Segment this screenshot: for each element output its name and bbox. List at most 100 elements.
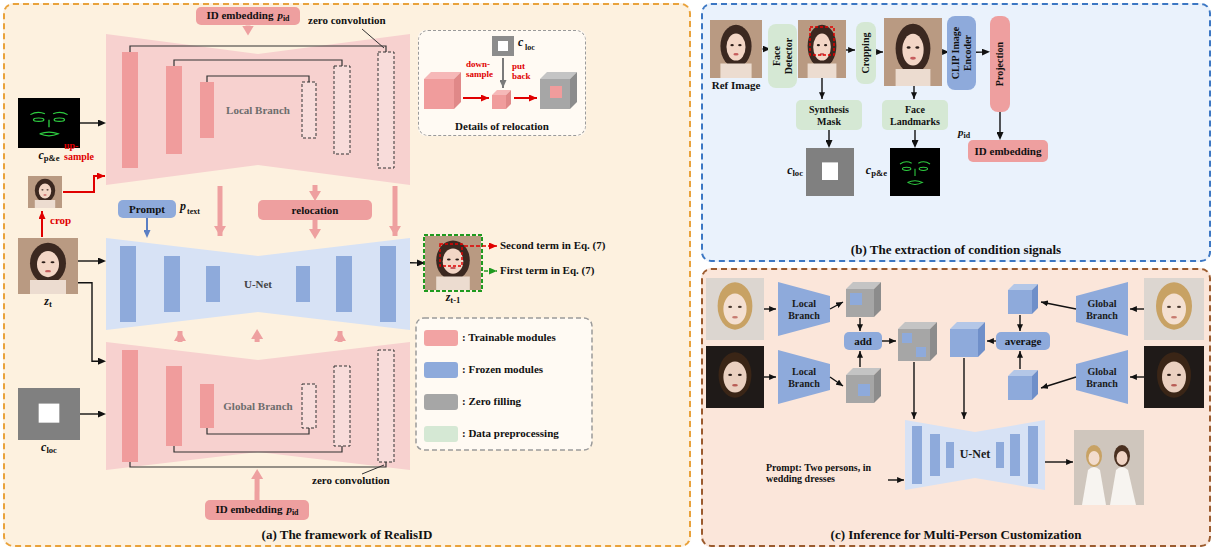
node-text: ID embedding <box>215 503 282 515</box>
connector <box>313 220 318 229</box>
connector <box>410 262 417 264</box>
process-bar: Projection <box>990 16 1010 112</box>
module-box: pidID embedding <box>968 140 1048 162</box>
module-box: average <box>996 332 1050 350</box>
annotation: loc <box>525 44 535 53</box>
text-group: cloc <box>41 441 57 456</box>
text-group: Prompt <box>129 203 165 216</box>
node-text: (b) The extraction of condition signals <box>851 242 1061 257</box>
process-bar: CLIP Image Encoder <box>947 16 976 90</box>
module-box: Synthesis Mask <box>796 100 862 130</box>
image-thumbnail: cloc <box>806 148 854 196</box>
module-box: Prompt <box>118 200 176 218</box>
text-group: cp&e <box>866 164 887 179</box>
node-text: Global Branch <box>1086 366 1118 389</box>
node-text: Local Branch <box>226 103 290 115</box>
node-text: Synthesis Mask <box>809 104 849 127</box>
text-group: Face Detector <box>771 27 794 85</box>
module-box: ID embeddingpid <box>205 500 309 520</box>
text-group: Face Landmarks <box>886 104 944 127</box>
module-box: relocation <box>258 200 372 220</box>
text-group: CLIP Image Encoder <box>950 19 973 87</box>
legend-text: : Data preprocessing <box>462 427 559 439</box>
network-block: Global Branch <box>106 342 410 470</box>
node-text: U-Net <box>244 278 272 290</box>
connector <box>828 130 829 140</box>
text-group: Global Branch <box>1080 298 1124 321</box>
annotation: zero convolution <box>312 474 390 486</box>
connector <box>313 185 318 191</box>
network-block: Local Branch <box>778 350 830 404</box>
text-group: zt-1 <box>446 291 461 306</box>
panel-frame: (c) Inference for Multi-Person Customiza… <box>701 268 1211 547</box>
subscript: t <box>49 299 52 309</box>
network-block: Global Branch <box>1076 350 1128 404</box>
image-thumbnail: cp&e <box>890 148 940 196</box>
node-text: CLIP Image Encoder <box>950 27 973 80</box>
node-text: z <box>44 294 49 308</box>
node-text: c <box>866 163 871 177</box>
subscript: id <box>964 131 971 140</box>
node-text: (c) Inference for Multi-Person Customiza… <box>831 527 1082 542</box>
module-box: add <box>844 332 882 350</box>
text-group: relocation <box>292 204 339 217</box>
text-group: Cropping <box>860 25 872 81</box>
image-thumbnail: zt <box>18 238 78 294</box>
text-group: (b) The extraction of condition signals <box>851 243 1061 258</box>
text-group: Local Branch <box>782 366 826 389</box>
node-text: Global Branch <box>223 400 292 412</box>
node-text: p <box>958 126 964 138</box>
text-group: (a) The framework of RealisID <box>262 528 433 543</box>
text-group: cloc <box>787 164 803 179</box>
node-text: ID embedding <box>975 145 1042 157</box>
connector <box>80 413 98 414</box>
subscript: id <box>283 14 290 23</box>
text-group: Local Branch <box>782 298 826 321</box>
panel-frame: (b) The extraction of condition signals R… <box>701 3 1211 262</box>
text-group: Details of relocation <box>455 120 549 133</box>
node-text: p <box>277 9 283 21</box>
connector <box>914 130 915 140</box>
node-text: Face Detector <box>771 38 794 75</box>
node-text: c <box>787 163 792 177</box>
legend-swatch <box>424 394 458 410</box>
subscript: loc <box>792 169 803 179</box>
module-box: ID embeddingpid <box>196 7 300 25</box>
annotation: p <box>180 200 186 213</box>
node-text: average <box>1005 335 1042 347</box>
annotation: crop <box>50 214 71 226</box>
annotation: First term in Eq. (7) <box>500 264 594 276</box>
node-text: add <box>854 335 872 347</box>
network-block: U-Net <box>106 238 410 330</box>
legend-text: : Frozen modules <box>462 363 543 375</box>
connector <box>255 479 260 500</box>
node-text: p <box>286 503 292 515</box>
text-group: Synthesis Mask <box>800 104 858 127</box>
connector <box>761 48 763 49</box>
network-block: U-Net <box>905 420 1045 490</box>
node-text: Face Landmarks <box>890 104 940 127</box>
text-group: add <box>854 335 872 348</box>
module-box: Face Landmarks <box>882 100 948 130</box>
connector <box>78 260 98 261</box>
node-text: Ref Image <box>712 79 761 91</box>
image-thumbnail: Ref Image <box>710 20 762 78</box>
process-bar: Face Detector <box>768 24 797 88</box>
text-group: Global Branch <box>1080 366 1124 389</box>
text-group: (c) Inference for Multi-Person Customiza… <box>831 528 1082 543</box>
text-group: ID embeddingpid <box>215 503 298 517</box>
node-text: c <box>41 440 46 454</box>
text-group: ID embedding <box>975 145 1042 158</box>
legend-swatch <box>424 426 458 442</box>
legend-swatch <box>424 330 458 346</box>
node-text: U-Net <box>960 447 991 461</box>
text-group: pid <box>958 126 970 140</box>
node-text: Projection <box>994 42 1005 86</box>
network-block: Local Branch <box>778 282 830 336</box>
connector <box>255 339 260 342</box>
node-text: Details of relocation <box>455 120 549 132</box>
network-block: Local Branch <box>106 34 410 185</box>
